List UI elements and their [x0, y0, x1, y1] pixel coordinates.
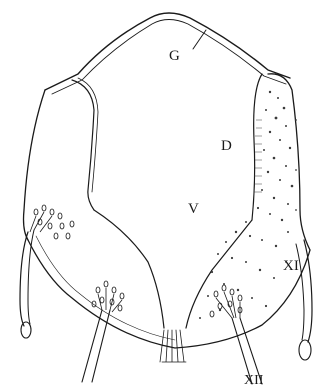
g-pointer-line: [193, 30, 206, 49]
label-xi: XI: [283, 259, 299, 274]
right-wall-inner: [252, 74, 262, 220]
right-wall-hatching: [254, 120, 262, 192]
left-cell-cluster: [30, 205, 74, 239]
lower-outline: [28, 240, 310, 348]
label-d: D: [221, 139, 232, 154]
left-wall-inner-2: [78, 78, 98, 192]
right-wall-outline: [268, 74, 310, 250]
label-xii: XII: [244, 374, 263, 388]
right-nerve-root: [304, 240, 312, 342]
left-xii-nucleus: [92, 281, 124, 312]
right-nerve-bulb: [299, 340, 311, 360]
left-wall-outline: [24, 90, 46, 240]
label-g: G: [169, 49, 180, 64]
left-nerve-root: [20, 232, 28, 326]
left-nerve-root-2: [28, 230, 34, 324]
xii-root-left-a: [82, 310, 102, 382]
outer-roof-outline: [45, 13, 290, 90]
left-wall-inner: [72, 80, 94, 210]
lower-inner-line: [36, 236, 175, 340]
left-nerve-bulb: [21, 322, 31, 338]
right-gray-matter-stipple: [199, 91, 297, 319]
label-v: V: [188, 202, 199, 217]
ventral-groove-left: [94, 210, 164, 328]
xii-root-left-b: [92, 310, 110, 382]
